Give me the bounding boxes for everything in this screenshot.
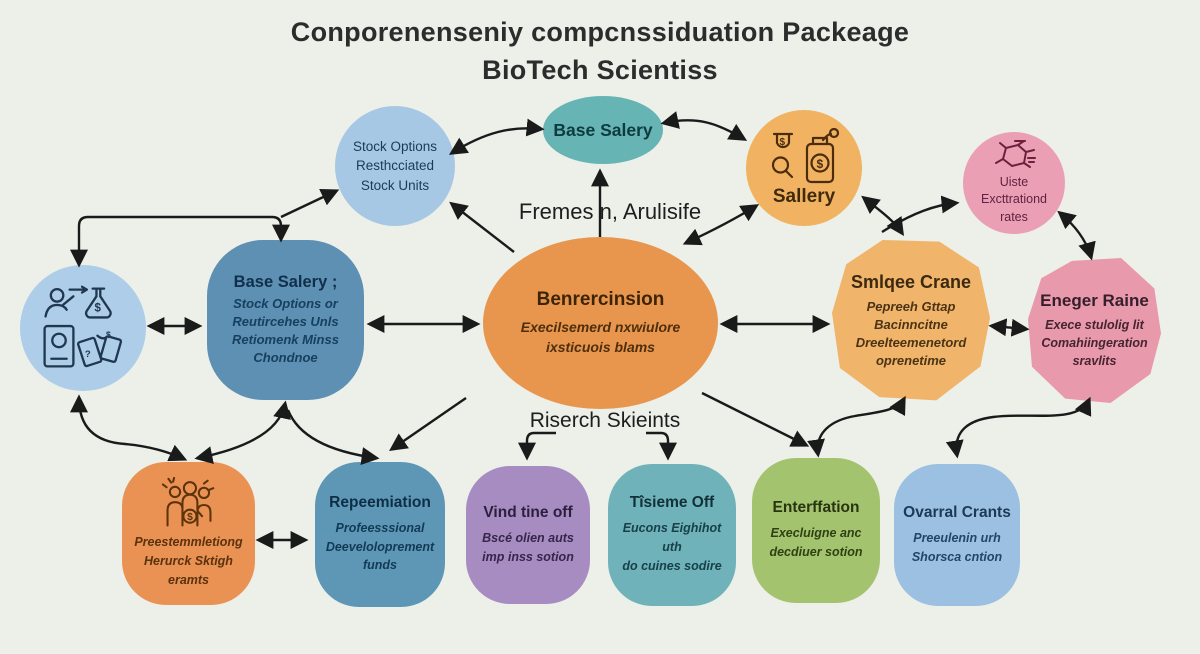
diagram-title: Conporenenseniy compcnssiduation Packeag… bbox=[0, 14, 1200, 90]
node-smlqee-crane: Smlqee Crane Pepreeh Gttap Bacinncitne D… bbox=[832, 240, 990, 401]
node-title: Repeemiation bbox=[329, 493, 431, 511]
title-line-2: BioTech Scientiss bbox=[482, 54, 718, 85]
text-line: Eucons Eighihot uth bbox=[622, 521, 722, 555]
text-line: Chondnoe bbox=[253, 350, 318, 366]
label-fremes: Fremes n, Arulisife bbox=[518, 199, 702, 224]
text-line: Comahiingeration bbox=[1041, 335, 1148, 350]
arrow-riserch-vind bbox=[518, 431, 556, 461]
arrow-stock-basesalery bbox=[448, 118, 545, 155]
text-line: Bacinncitne bbox=[874, 316, 948, 332]
node-title: Enterffation bbox=[772, 499, 860, 517]
arrow-center-repeemiation-diag bbox=[389, 397, 467, 452]
text-line: Preestemmletiong bbox=[134, 535, 243, 550]
arrow-enterffation-smlqee bbox=[807, 395, 906, 458]
arrow-mainblue-preest bbox=[194, 400, 291, 464]
text-line: oprenetime bbox=[875, 353, 947, 369]
text-line: do cuines sodire bbox=[622, 558, 722, 573]
node-left-icons: $ ? $ bbox=[20, 265, 146, 391]
node-sallery: $ $ Sallery bbox=[746, 110, 862, 226]
text-line: Execilsemerd nxwiulore bbox=[520, 318, 681, 335]
node-eneger-raine: Eneger Raine Exece stulolig lit Comahiin… bbox=[1028, 258, 1161, 403]
arrow-loop-to-stock bbox=[280, 189, 340, 219]
node-title: Base Salery bbox=[553, 119, 653, 140]
svg-text:$: $ bbox=[106, 330, 111, 340]
molecule-hexagon-icon bbox=[995, 139, 1036, 168]
text-line: Preeulenin urh bbox=[913, 530, 1001, 545]
text-line: rates bbox=[1000, 209, 1028, 224]
text-line: Stock Options or bbox=[233, 295, 338, 311]
text-line: Herurck Sktigh bbox=[144, 554, 233, 569]
node-title: Vind tine off bbox=[483, 503, 573, 521]
title-line-1: Conporenenseniy compcnssiduation Packeag… bbox=[290, 17, 910, 47]
text-line: sravlits bbox=[1072, 354, 1117, 369]
arrow-mainblue-repeemiation bbox=[286, 409, 380, 465]
arrow-uiste-eneger bbox=[1057, 210, 1096, 261]
text-line: Stock Options bbox=[352, 138, 438, 154]
node-title: Sallery bbox=[772, 186, 836, 207]
node-title: Ovarral Crants bbox=[903, 503, 1011, 521]
text-line: imp inss sotion bbox=[482, 549, 574, 564]
text-line: Exece stulolig lit bbox=[1045, 317, 1144, 332]
text-line: Reutircehes Unls bbox=[232, 313, 339, 329]
node-preest: $ Preestemmletiong Herurck Sktigh eramts bbox=[122, 462, 255, 605]
person-flask-idcard-money-icon: $ ? $ bbox=[43, 285, 123, 368]
arrow-sallery-smlqee bbox=[861, 195, 904, 236]
svg-text:$: $ bbox=[95, 303, 102, 315]
svg-text:$: $ bbox=[780, 137, 786, 148]
text-line: eramts bbox=[168, 572, 209, 587]
arrow-smlqee-uiste bbox=[881, 195, 960, 234]
svg-text:$: $ bbox=[187, 512, 193, 523]
text-line: Execluigne anc bbox=[770, 526, 862, 541]
text-line: ixsticuois blams bbox=[546, 339, 655, 355]
node-stock-options: Stock Options Resthcciated Stock Units bbox=[335, 106, 455, 226]
arrow-riserch-tisieme bbox=[646, 431, 677, 461]
text-line: Deeveloloprement bbox=[325, 539, 435, 554]
text-line: Dreelteemenetord bbox=[855, 335, 967, 350]
node-tisieme-off: Tîsieme Off Eucons Eighihot uth do cuine… bbox=[608, 464, 736, 606]
arrow-basesalery-sallery bbox=[660, 111, 748, 141]
money-bag-magnifier-icon: $ $ bbox=[771, 128, 840, 184]
svg-text:?: ? bbox=[85, 349, 91, 360]
label-riserch: Riserch Skieints bbox=[529, 409, 681, 432]
node-base-salery-main: Base Salery ; Stock Options or Reutirceh… bbox=[207, 240, 364, 400]
text-line: Uiste bbox=[999, 174, 1029, 189]
text-line: Pepreeh Gttap bbox=[866, 298, 956, 314]
arrow-smlqee-eneger bbox=[988, 318, 1030, 337]
svg-text:$: $ bbox=[817, 157, 824, 171]
text-line: Bscé olien auts bbox=[482, 530, 574, 545]
arrow-lefticons-preest bbox=[70, 394, 188, 462]
text-line: Excttrationd bbox=[980, 192, 1047, 207]
arrow-ovaral-eneger bbox=[945, 396, 1092, 459]
node-repeemiation: Repeemiation Profeesssional Deevelolopre… bbox=[315, 462, 445, 607]
node-benrercinsion: Benrercinsion Execilsemerd nxwiulore ixs… bbox=[483, 237, 718, 409]
text-line: Stock Units bbox=[360, 177, 430, 193]
node-title: Eneger Raine bbox=[1040, 290, 1149, 310]
node-title: Smlqee Crane bbox=[850, 271, 972, 292]
node-uiste: Uiste Excttrationd rates bbox=[963, 132, 1065, 234]
people-group-dollar-icon: $ bbox=[161, 477, 214, 527]
node-title: Base Salery ; bbox=[233, 272, 338, 291]
node-title: Tîsieme Off bbox=[629, 494, 715, 512]
node-vind-tine-off: Vind tine off Bscé olien auts imp inss s… bbox=[466, 466, 590, 604]
arrow-center-enterffation-diag bbox=[701, 391, 810, 447]
text-line: Profeesssional bbox=[335, 520, 425, 535]
text-line: Resthcciated bbox=[355, 158, 435, 174]
text-line: Retiomenk Minss bbox=[232, 332, 339, 347]
text-line: Shorsca cntion bbox=[911, 549, 1003, 564]
text-line: decdiuer sotion bbox=[769, 545, 863, 559]
node-enterffation: Enterffation Execluigne anc decdiuer sot… bbox=[752, 458, 880, 603]
node-title: Benrercinsion bbox=[536, 288, 665, 310]
text-line: funds bbox=[362, 558, 398, 573]
node-ovaral-crants: Ovarral Crants Preeulenin urh Shorsca cn… bbox=[894, 464, 1020, 606]
node-base-salery-top: Base Salery bbox=[543, 96, 663, 164]
